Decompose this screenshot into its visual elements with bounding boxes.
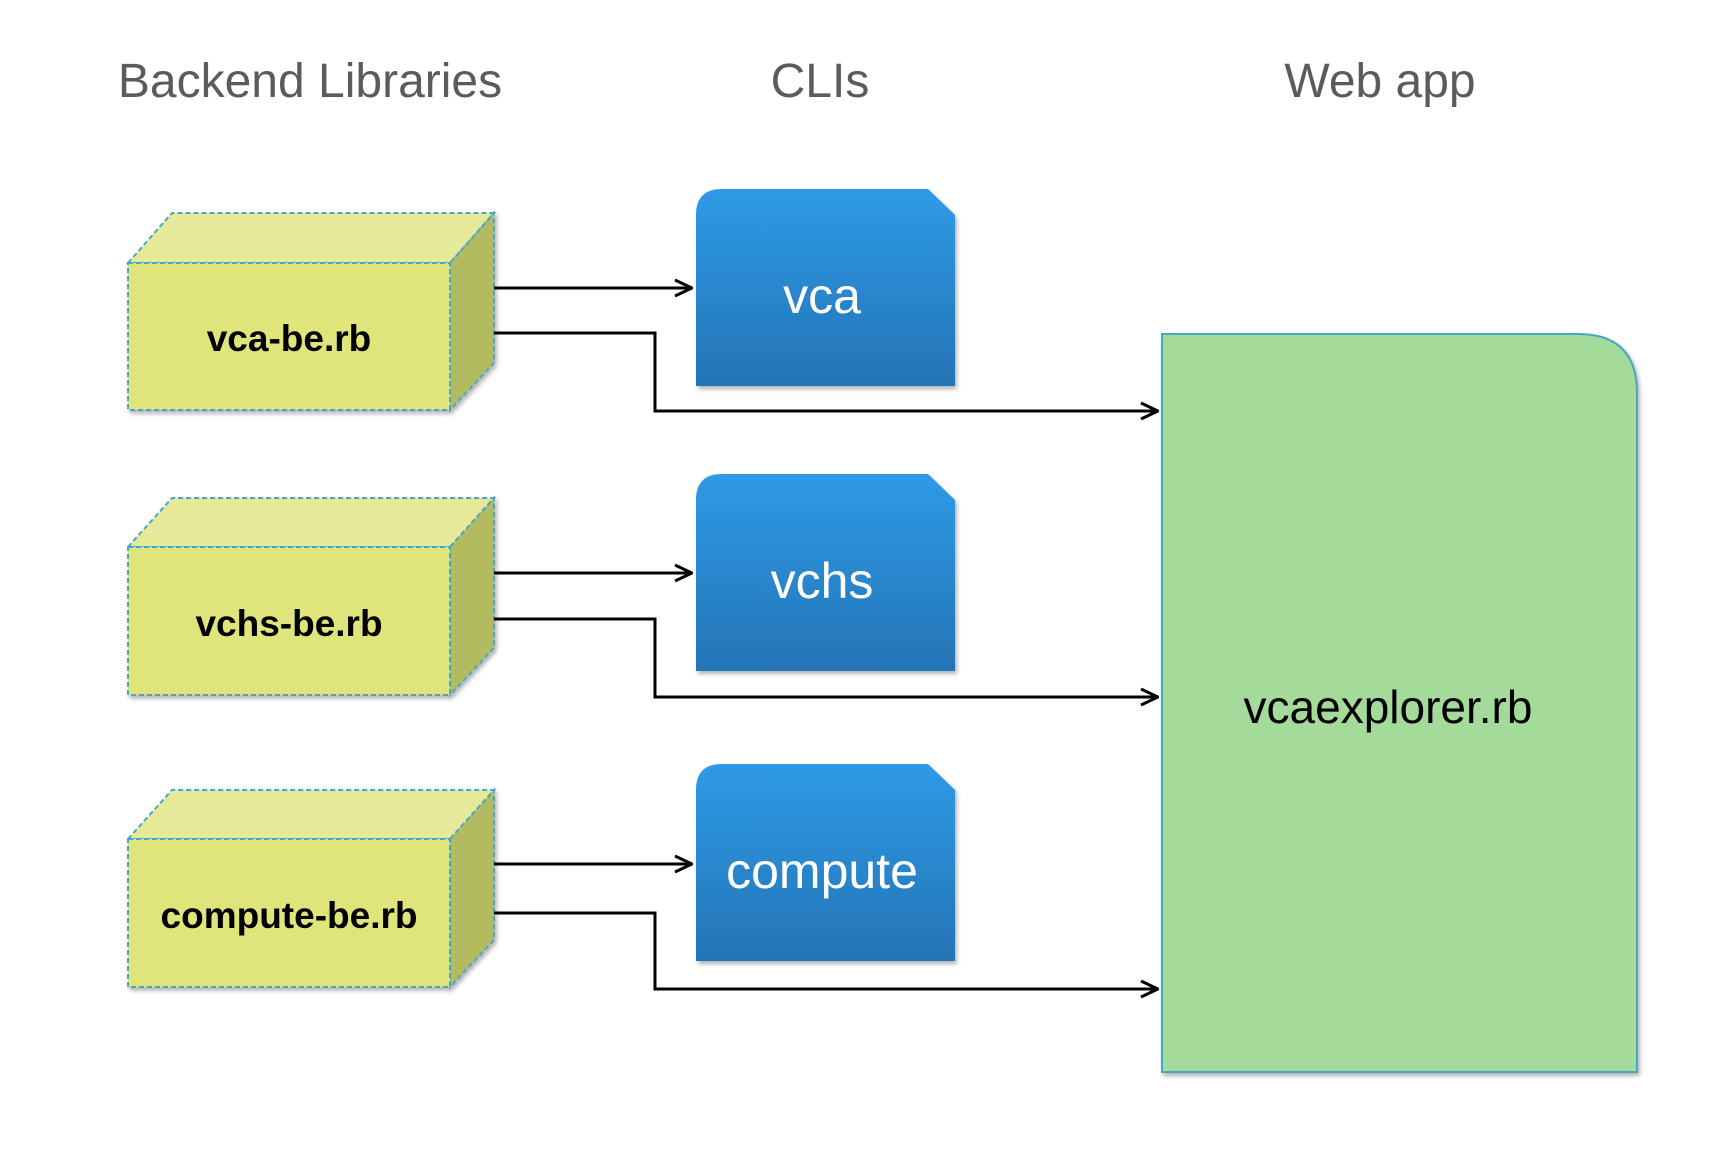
cli-box-compute xyxy=(696,764,955,961)
cli-box-vca xyxy=(696,189,955,386)
header-backend-libraries: Backend Libraries xyxy=(117,55,503,108)
library-box-vca-be xyxy=(125,210,497,413)
arrow-vchs-be-to-webapp xyxy=(494,617,1158,697)
library-label-vca-be: vca-be.rb xyxy=(207,318,372,359)
library-box-vchs-be xyxy=(125,495,497,698)
webapp-box xyxy=(1161,333,1638,1073)
library-box-top xyxy=(125,497,497,548)
library-box-top xyxy=(125,212,497,264)
library-label-compute-be: compute-be.rb xyxy=(161,895,418,936)
cli-label-vca: vca xyxy=(783,268,861,324)
library-label-vchs-be: vchs-be.rb xyxy=(195,603,382,644)
cli-box-vchs xyxy=(696,474,955,671)
connection-arrows xyxy=(494,288,1158,989)
library-box-front xyxy=(127,262,451,411)
library-box-top xyxy=(125,789,497,840)
arrow-compute-be-to-webapp xyxy=(494,911,1158,989)
library-box-front xyxy=(127,546,451,696)
library-box-compute-be xyxy=(125,787,497,990)
cli-label-compute: compute xyxy=(726,843,918,899)
cli-label-vchs: vchs xyxy=(771,553,874,609)
arrow-vca-be-to-webapp xyxy=(494,331,1158,411)
library-box-front xyxy=(127,838,451,988)
header-clis: CLIs xyxy=(770,55,870,108)
header-web-app: Web app xyxy=(1284,55,1476,108)
webapp-label: vcaexplorer.rb xyxy=(1244,681,1533,733)
